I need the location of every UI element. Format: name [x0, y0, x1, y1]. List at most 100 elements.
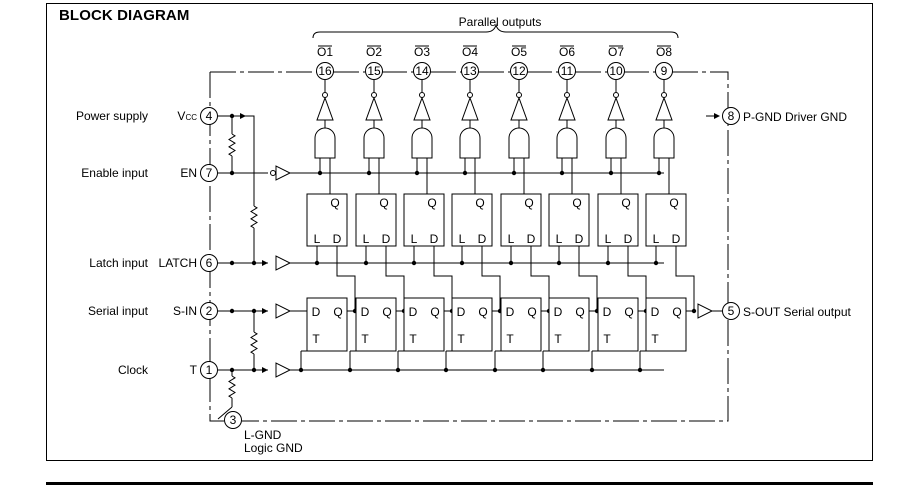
- clock-to-t: [349, 350, 356, 370]
- and-gate: [411, 127, 433, 159]
- pin-circle: [200, 302, 218, 320]
- latch-box: [500, 193, 542, 247]
- junction-dot: [656, 170, 662, 176]
- latch-d-label: D: [430, 232, 439, 246]
- and-gate: [605, 127, 627, 159]
- pin-circle: [558, 62, 576, 80]
- and-gate: [363, 127, 385, 159]
- junction-dot: [589, 367, 595, 373]
- output-driver: [413, 96, 431, 121]
- input-symbol-2: LATCH: [159, 256, 197, 270]
- flip-flop-box: [645, 297, 687, 352]
- resistor-symbol: [228, 133, 236, 157]
- pin-circle: [200, 107, 218, 125]
- latch-l-label: L: [556, 232, 563, 246]
- input-label-4: Clock: [118, 363, 149, 377]
- pin-circle: [200, 361, 218, 379]
- ff-d-label: D: [603, 305, 612, 319]
- and-gate: [314, 127, 336, 159]
- junction-dot: [459, 260, 465, 266]
- output-driver: [655, 96, 673, 121]
- ff-d-label: D: [554, 305, 563, 319]
- junction-dot: [492, 367, 498, 373]
- resistor-symbol: [250, 331, 258, 355]
- latch-l-label: L: [411, 232, 418, 246]
- junction-dot: [605, 260, 611, 266]
- latch-l-label: L: [508, 232, 515, 246]
- latch-d-label: D: [527, 232, 536, 246]
- junction-dot: [511, 170, 517, 176]
- pin-circle: [607, 62, 625, 80]
- ff-t-label: T: [361, 332, 369, 346]
- ff-d-label: D: [312, 305, 321, 319]
- input-symbol-4: T: [190, 363, 198, 377]
- ff-t-label: T: [603, 332, 611, 346]
- latch-q-label: Q: [427, 196, 436, 210]
- s-out-label: S-OUT Serial output: [743, 305, 851, 319]
- flip-flop-box: [403, 297, 445, 352]
- latch-l-label: L: [459, 232, 466, 246]
- ff-q-label: Q: [478, 305, 487, 319]
- clock-buffer: [275, 362, 292, 378]
- ff-t-label: T: [312, 332, 320, 346]
- and-gate: [508, 127, 530, 159]
- flip-flop-box: [451, 297, 493, 352]
- junction-dot: [347, 367, 353, 373]
- buffer-triangle: [275, 362, 292, 378]
- output-pin-16: 16: [316, 62, 334, 80]
- latch-l-label: L: [605, 232, 612, 246]
- latch-box: [306, 193, 348, 247]
- output-pin-13: 13: [461, 62, 479, 80]
- input-pin-2: 2: [200, 302, 218, 320]
- latch-q-label: Q: [621, 196, 630, 210]
- bottom-divider: [46, 482, 873, 485]
- pin-circle: [461, 62, 479, 80]
- flip-flop-box: [500, 297, 542, 352]
- pin-number: 6: [206, 256, 213, 270]
- pin-circle: [365, 62, 383, 80]
- clock-to-t: [445, 350, 452, 370]
- serial-in-buffer: [275, 303, 292, 319]
- latch-q-label: Q: [330, 196, 339, 210]
- latch-box: [355, 193, 397, 247]
- parallel-outputs-label: Parallel outputs: [459, 15, 542, 29]
- latch-d-label: D: [333, 232, 342, 246]
- diagram-frame: [46, 3, 873, 461]
- latch-q-label: Q: [669, 196, 678, 210]
- output-driver: [558, 96, 576, 121]
- parallel-outputs-brace: [312, 23, 679, 39]
- ff-q-label: Q: [333, 305, 342, 319]
- input-label-2: Latch input: [89, 256, 148, 270]
- pin-number: 4: [206, 109, 213, 123]
- pin-number: 9: [661, 64, 668, 78]
- clock-to-t: [494, 350, 501, 370]
- junction-dot: [653, 260, 659, 266]
- pin-number: 15: [367, 64, 381, 78]
- junction-dot: [508, 260, 514, 266]
- input-symbol-1: EN: [180, 166, 197, 180]
- l-gnd-label: Logic GND: [244, 441, 303, 455]
- output-pin-9: 9: [655, 62, 673, 80]
- latch-box: [403, 193, 445, 247]
- pin-circle: [722, 302, 740, 320]
- ff-q-label: Q: [382, 305, 391, 319]
- pin-circle: [200, 254, 218, 272]
- pin-number: 3: [230, 413, 237, 427]
- ff-q-label: Q: [624, 305, 633, 319]
- output-label-O1: O1: [317, 45, 333, 59]
- output-label-O2: O2: [366, 45, 382, 59]
- latch-d-label: D: [672, 232, 681, 246]
- ff-q-label: Q: [575, 305, 584, 319]
- flip-flop-box: [355, 297, 397, 352]
- latch-box: [548, 193, 590, 247]
- ff-d-label: D: [457, 305, 466, 319]
- flip-flop-box: [306, 297, 348, 352]
- latch-l-label: L: [314, 232, 321, 246]
- input-label-0: Power supply: [76, 109, 148, 123]
- s-out-pin: 5: [722, 302, 740, 320]
- ff-t-label: T: [651, 332, 659, 346]
- ff-q-label: Q: [430, 305, 439, 319]
- pin-circle: [224, 411, 242, 429]
- pin-number: 13: [463, 64, 477, 78]
- ff-d-label: D: [506, 305, 515, 319]
